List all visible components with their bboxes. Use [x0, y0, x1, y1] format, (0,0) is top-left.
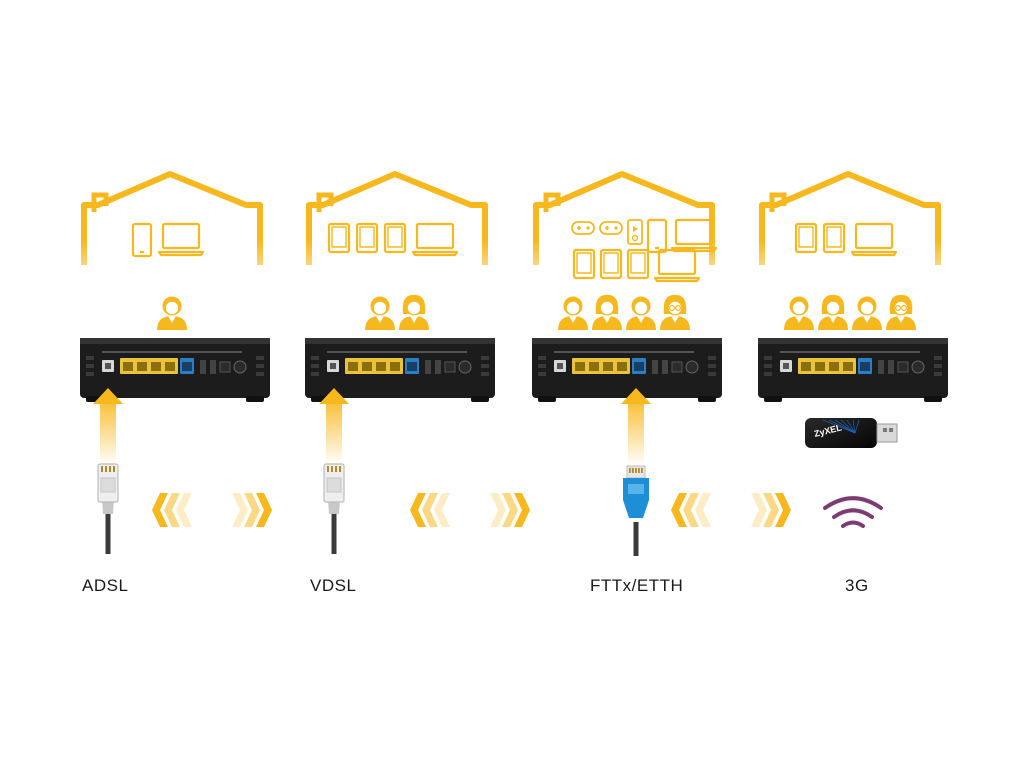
lan-ports [572, 358, 630, 374]
laptop-icon [850, 222, 898, 257]
tablet-icon [327, 222, 351, 254]
people [157, 296, 187, 330]
house-outline [81, 171, 263, 265]
phone-plug-icon [97, 463, 119, 554]
gamepad-icon [571, 221, 595, 235]
devices [131, 222, 205, 258]
media-player-icon [627, 219, 643, 245]
tablet-icon [626, 248, 650, 280]
scenario-3g: ZyXEL [756, 171, 948, 528]
router-rear-panel [80, 338, 270, 402]
power-jack [233, 360, 247, 374]
router-rear-panel [758, 338, 948, 402]
people [365, 294, 429, 330]
person-icon [399, 294, 429, 330]
person-icon [157, 296, 187, 330]
router-rear-panel [305, 338, 495, 402]
scenario-vdsl [303, 171, 495, 554]
devices [327, 222, 459, 257]
router-rear-panel [532, 338, 722, 402]
label-3g: 3G [845, 576, 869, 595]
house-chimney [543, 192, 561, 212]
house-chimney [769, 192, 787, 212]
person-icon [365, 296, 395, 330]
person-icon [852, 296, 882, 330]
person-icon [784, 296, 814, 330]
tablet-icon [383, 222, 407, 254]
people [558, 294, 690, 330]
laptop-icon [653, 248, 701, 283]
person-icon [886, 294, 916, 330]
chevrons-fttx-3g [671, 493, 791, 527]
gamepad-icon [599, 221, 623, 235]
lan-ports [798, 358, 856, 374]
tablet-icon [355, 222, 379, 254]
tablet-icon [572, 248, 596, 280]
laptop-icon [411, 222, 459, 257]
signal-beam-arrow [319, 388, 349, 466]
person-icon [818, 294, 848, 330]
signal-beam-arrow [93, 388, 123, 466]
phone-plug-icon [323, 463, 345, 554]
devices [794, 222, 898, 257]
person-icon [558, 296, 588, 330]
devices [571, 218, 718, 283]
label-vdsl: VDSL [310, 576, 357, 595]
house-outline [533, 171, 715, 265]
scenario-adsl [78, 171, 270, 554]
usb-3g-dongle: ZyXEL [805, 418, 898, 448]
lan-ports [345, 358, 403, 374]
chevrons-vdsl-fttx [410, 493, 530, 527]
house-chimney [91, 192, 109, 212]
chevrons-adsl-vdsl [152, 493, 272, 527]
ethernet-plug-icon [623, 465, 649, 556]
signal-beam-arrow [621, 388, 651, 466]
scenario-fttx-etth [530, 171, 722, 556]
power-jack [458, 360, 472, 374]
lan-ports [120, 358, 178, 374]
people [784, 294, 916, 330]
house-outline [306, 171, 488, 265]
smartphone-icon [131, 222, 153, 258]
person-icon [592, 294, 622, 330]
house-outline [759, 171, 941, 265]
person-icon [626, 296, 656, 330]
label-fttx-etth: FTTx/ETTH [590, 576, 684, 595]
laptop-icon [157, 222, 205, 257]
tablet-icon [822, 222, 846, 254]
label-adsl: ADSL [82, 576, 129, 595]
power-jack [685, 360, 699, 374]
wireless-signal-icon [823, 496, 883, 528]
person-icon [660, 294, 690, 330]
smartphone-icon [646, 218, 668, 254]
power-jack [911, 360, 925, 374]
house-chimney [316, 192, 334, 212]
tablet-icon [599, 248, 623, 280]
tablet-icon [794, 222, 818, 254]
